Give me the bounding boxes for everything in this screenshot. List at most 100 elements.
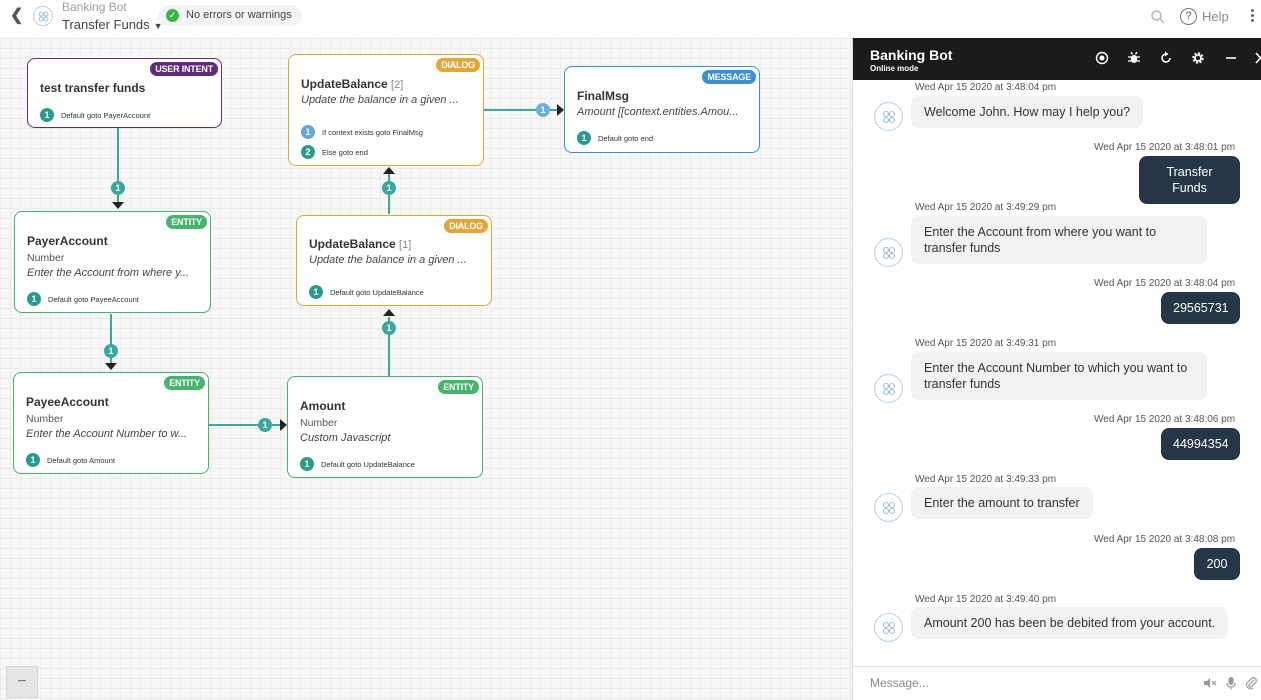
node-subtype: Number bbox=[300, 417, 338, 429]
kebab-icon[interactable] bbox=[1248, 8, 1256, 24]
node-amount[interactable]: ENTITY Amount Number Custom Javascript 1… bbox=[287, 376, 483, 478]
node-type-badge: USER INTENT bbox=[150, 62, 218, 76]
transition-number: 1 bbox=[309, 285, 323, 299]
node-transition: 1 Default goto UpdateBalance bbox=[309, 285, 424, 299]
transition-label: Default goto PayerAccount bbox=[61, 110, 151, 120]
message-input[interactable]: Message... bbox=[853, 666, 1261, 700]
node-index: [1] bbox=[399, 239, 412, 251]
node-transition: 1 If context exists goto FinalMsg bbox=[301, 125, 423, 139]
node-title: PayerAccount bbox=[27, 234, 108, 248]
node-description: Enter the Account from where y... bbox=[27, 267, 190, 279]
message-timestamp: Wed Apr 15 2020 at 3:48:08 pm bbox=[1094, 534, 1236, 545]
transition-number: 1 bbox=[301, 125, 315, 139]
connector-label: 1 bbox=[382, 321, 396, 335]
minimize-icon[interactable] bbox=[1224, 51, 1238, 65]
node-payeraccount[interactable]: ENTITY PayerAccount Number Enter the Acc… bbox=[14, 211, 211, 313]
node-title: UpdateBalance [1] bbox=[309, 237, 411, 251]
transition-label: Default goto UpdateBalance bbox=[330, 287, 424, 297]
node-transition: 1 Default goto Amount bbox=[26, 453, 115, 467]
node-subtype: Number bbox=[27, 252, 65, 264]
refresh-icon[interactable] bbox=[1159, 51, 1173, 65]
check-icon: ✓ bbox=[166, 9, 179, 22]
bot-avatar-icon bbox=[874, 102, 903, 131]
node-type-badge: DIALOG bbox=[444, 219, 488, 233]
message-timestamp: Wed Apr 15 2020 at 3:49:29 pm bbox=[915, 202, 1057, 213]
message-timestamp: Wed Apr 15 2020 at 3:48:04 pm bbox=[1094, 278, 1236, 289]
transition-label: Else goto end bbox=[322, 147, 368, 157]
bot-avatar-icon bbox=[874, 238, 903, 267]
transition-label: Default goto end bbox=[598, 133, 654, 143]
chat-header: Banking Bot Online mode bbox=[853, 38, 1261, 80]
chat-messages[interactable]: Wed Apr 15 2020 at 3:48:04 pm Welcome Jo… bbox=[853, 80, 1261, 666]
close-icon[interactable] bbox=[1253, 51, 1261, 65]
node-transition: 1 Default goto end bbox=[577, 131, 653, 145]
node-description: Amount [[context.entities.Amou... bbox=[577, 106, 739, 118]
user-message: 44994354 bbox=[1161, 428, 1240, 460]
transition-label: If context exists goto FinalMsg bbox=[322, 127, 423, 137]
connector-label: 1 bbox=[104, 344, 118, 358]
help-button[interactable]: ? Help bbox=[1180, 7, 1229, 25]
node-payeeaccount[interactable]: ENTITY PayeeAccount Number Enter the Acc… bbox=[13, 372, 209, 474]
bug-icon[interactable] bbox=[1127, 51, 1141, 65]
settings-icon[interactable] bbox=[1191, 51, 1205, 65]
node-transition: 1 Default goto PayeeAccount bbox=[27, 292, 139, 306]
node-title: Amount bbox=[300, 399, 346, 413]
message-timestamp: Wed Apr 15 2020 at 3:48:06 pm bbox=[1094, 414, 1236, 425]
bot-message: Enter the Account from where you want to… bbox=[911, 216, 1207, 264]
bot-message: Amount 200 has been be debited from your… bbox=[911, 607, 1229, 639]
node-updatebalance-1[interactable]: DIALOG UpdateBalance [1] Update the bala… bbox=[296, 215, 492, 306]
back-arrow-icon[interactable]: ❮ bbox=[10, 7, 24, 24]
transition-number: 1 bbox=[300, 457, 314, 471]
connector-label: 1 bbox=[382, 181, 396, 195]
top-bar: ❮ Banking Bot Transfer Funds▼ ✓ No error… bbox=[0, 0, 1261, 38]
node-description: Update the balance in a given ... bbox=[309, 254, 467, 266]
transition-number: 2 bbox=[301, 145, 315, 159]
node-description: Update the balance in a given ... bbox=[301, 94, 459, 106]
microphone-icon[interactable] bbox=[1224, 676, 1238, 690]
user-message: 29565731 bbox=[1161, 292, 1240, 324]
connector-label: 1 bbox=[536, 103, 550, 117]
node-title: UpdateBalance [2] bbox=[301, 77, 403, 91]
attachment-icon[interactable] bbox=[1244, 676, 1258, 690]
bot-message: Enter the Account Number to which you wa… bbox=[911, 352, 1207, 400]
bot-message: Enter the amount to transfer bbox=[911, 487, 1093, 519]
node-index: [2] bbox=[391, 79, 404, 91]
bot-avatar-icon bbox=[874, 613, 903, 642]
transition-number: 1 bbox=[577, 131, 591, 145]
node-type-badge: ENTITY bbox=[166, 215, 207, 229]
node-type-badge: DIALOG bbox=[436, 58, 480, 72]
help-label: Help bbox=[1202, 8, 1229, 24]
node-title-text: UpdateBalance bbox=[309, 237, 396, 251]
status-badge: ✓ No errors or warnings bbox=[158, 5, 302, 26]
flow-selector[interactable]: Transfer Funds▼ bbox=[62, 17, 163, 32]
record-icon[interactable] bbox=[1095, 51, 1109, 65]
connector-label: 1 bbox=[258, 418, 272, 432]
connector-label: 1 bbox=[111, 181, 125, 195]
caret-down-icon: ▼ bbox=[153, 21, 163, 31]
bot-logo-icon bbox=[33, 6, 53, 26]
transition-number: 1 bbox=[27, 292, 41, 306]
transition-label: Default goto Amount bbox=[47, 455, 115, 465]
node-type-badge: MESSAGE bbox=[702, 70, 756, 84]
flow-canvas[interactable]: 1 1 1 1 1 1 USER INTENT test transfer fu… bbox=[0, 38, 852, 700]
user-message: Transfer Funds bbox=[1139, 156, 1240, 204]
node-finalmsg[interactable]: MESSAGE FinalMsg Amount [[context.entiti… bbox=[564, 66, 760, 153]
zoom-out-button[interactable]: − bbox=[6, 666, 38, 698]
bot-message: Welcome John. How may I help you? bbox=[911, 96, 1144, 128]
transition-label: Default goto PayeeAccount bbox=[48, 294, 139, 304]
message-timestamp: Wed Apr 15 2020 at 3:49:31 pm bbox=[915, 338, 1057, 349]
flow-name: Transfer Funds bbox=[62, 17, 150, 32]
message-timestamp: Wed Apr 15 2020 at 3:48:01 pm bbox=[1094, 142, 1236, 153]
transition-number: 1 bbox=[26, 453, 40, 467]
node-updatebalance-2[interactable]: DIALOG UpdateBalance [2] Update the bala… bbox=[288, 54, 484, 166]
message-timestamp: Wed Apr 15 2020 at 3:48:04 pm bbox=[915, 82, 1057, 93]
chat-mode: Online mode bbox=[870, 64, 919, 73]
node-subtype: Number bbox=[26, 413, 64, 425]
node-description: Custom Javascript bbox=[300, 432, 391, 444]
node-description: Enter the Account Number to w... bbox=[26, 428, 188, 440]
search-icon[interactable] bbox=[1150, 9, 1166, 25]
volume-icon[interactable] bbox=[1203, 676, 1217, 690]
node-title-text: UpdateBalance bbox=[301, 77, 388, 91]
